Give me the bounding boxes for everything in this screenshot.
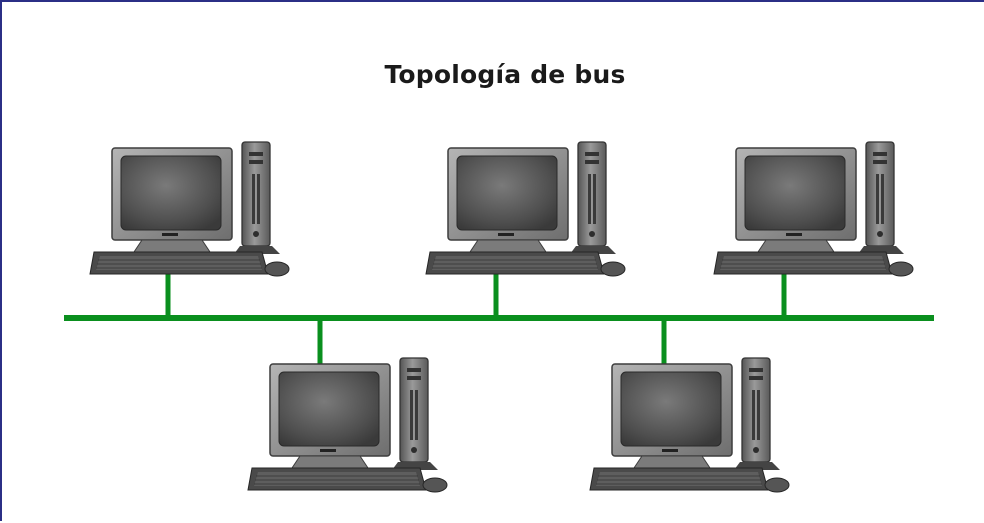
desktop-computer-icon [247,357,448,493]
desktop-computer-icon [589,357,790,493]
desktop-computer-icon [713,141,914,277]
diagram-title: Topología de bus [384,60,626,89]
desktop-computer-icon [425,141,626,277]
desktop-computer-icon [89,141,290,277]
